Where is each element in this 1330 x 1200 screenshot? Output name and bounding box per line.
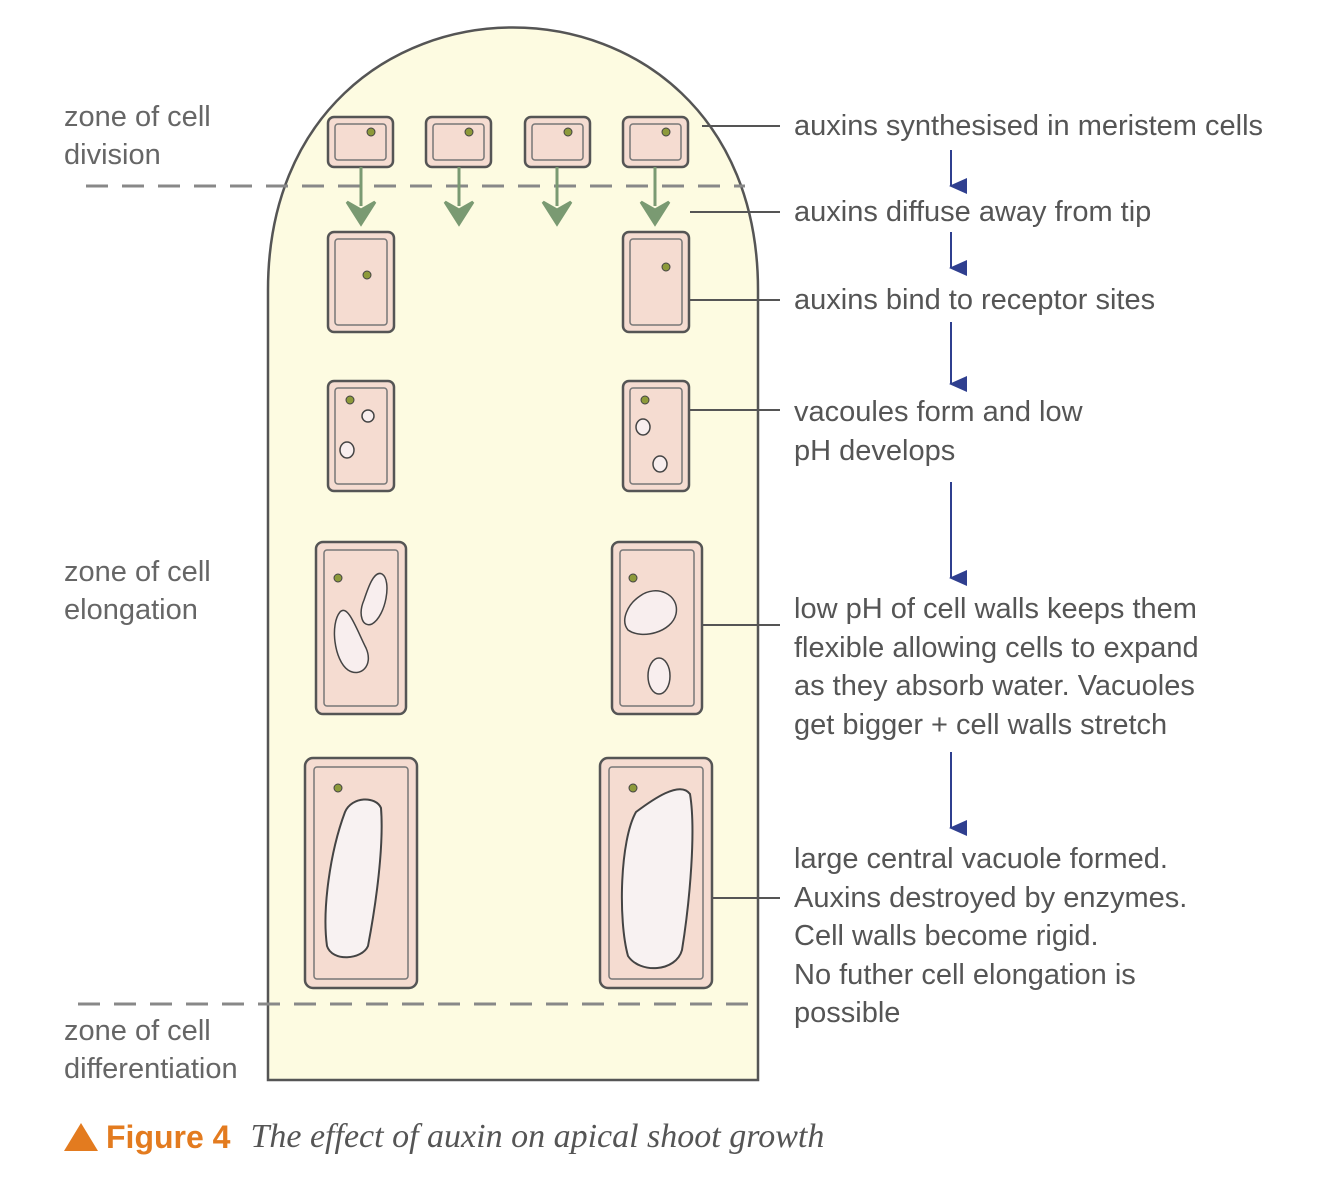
auxin-diffusion-arrow [639,167,671,227]
figure-number: Figure 4 [106,1118,231,1155]
figure-caption: Figure 4 The effect of auxin on apical s… [64,1112,824,1162]
auxin-diffusion-arrow [541,167,573,227]
vacuole-forming-cell [326,379,396,493]
step-label-vacuoles: vacoules form and low pH develops [794,396,1083,467]
receptor-cell [621,230,691,334]
figure-title: The effect of auxin on apical shoot grow… [250,1118,825,1155]
meristem-cell [424,115,493,169]
zone-label-differentiation: zone of cell differentiation [64,1015,238,1085]
meristem-cell [326,115,395,169]
step-label-expansion: low pH of cell walls keeps them flexible… [794,593,1199,741]
step-label-binding: auxins bind to receptor sites [794,284,1156,316]
zone-label-division: zone of cell division [64,101,211,171]
mature-cell [303,756,419,990]
vacuole-forming-cell [621,379,691,493]
auxin-diffusion-arrow [443,167,475,227]
mature-cell [598,756,714,990]
step-label-diffusion: auxins diffuse away from tip [794,196,1152,228]
elongating-cell [610,540,704,716]
elongating-cell [314,540,408,716]
meristem-cell [523,115,592,169]
meristem-cell [621,115,690,169]
auxin-diffusion-arrow [345,167,377,227]
leader-lines [690,125,780,899]
zone-label-elongation: zone of cell elongation [64,556,211,626]
step-label-synthesis: auxins synthesised in meristem cells [794,110,1264,142]
receptor-cell [326,230,396,334]
caption-triangle-icon [64,1123,98,1151]
step-label-rigid-walls: large central vacuole formed. Auxins des… [794,843,1188,1029]
